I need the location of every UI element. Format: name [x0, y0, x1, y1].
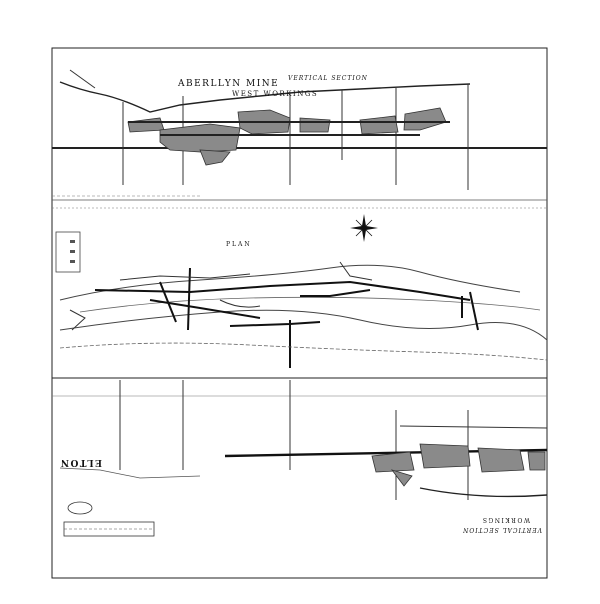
legend-box: [55, 231, 81, 273]
map-title: ABERLLYN MINE: [177, 79, 279, 89]
plan-minor-levels: [69, 261, 373, 331]
top-vertical-section: [52, 69, 547, 201]
plan-view: [52, 207, 548, 379]
mirrored-shaft-lines: [119, 380, 469, 500]
drift-lines: [128, 121, 450, 136]
surface-edge-line: [69, 69, 96, 89]
mirrored-section-subtitle: WORKINGS: [481, 516, 530, 523]
compass-rose-icon: [350, 214, 378, 242]
vein-centre-line: [79, 296, 541, 313]
mirrored-stope-shading: [371, 443, 546, 487]
bottom-vertical-section: [52, 380, 548, 537]
mirrored-surface-line: [419, 487, 548, 498]
mirrored-section-title: VERTICAL SECTION: [462, 526, 542, 533]
legend-marks: [70, 240, 75, 263]
plan-workings: [94, 267, 479, 368]
mirrored-upper-level: [399, 425, 548, 429]
sheet-border: [51, 47, 548, 579]
scale-stamp: [63, 501, 155, 537]
mirrored-north-label: ELTON: [59, 457, 102, 467]
mirrored-ground-line: [59, 467, 201, 479]
road-line: [59, 342, 548, 361]
ground-surface-line: [59, 81, 471, 113]
plan-label: PLAN: [226, 241, 252, 248]
stope-shading: [127, 107, 447, 166]
vein-north-boundary: [59, 264, 521, 301]
vein-south-boundary: [59, 309, 548, 341]
map-subtitle: WEST WORKINGS: [232, 90, 318, 98]
map-title-suffix: VERTICAL SECTION: [288, 75, 368, 82]
